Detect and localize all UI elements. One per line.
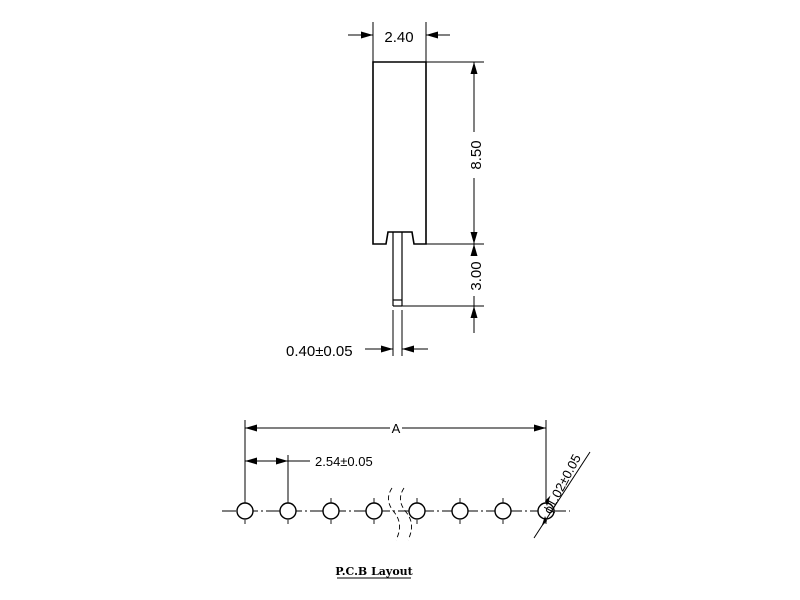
pitch-label: 2.54±0.05 — [315, 454, 373, 469]
pcb-title-text: P.C.B Layout — [335, 565, 413, 578]
pcb-layout-title: P.C.B Layout — [335, 565, 414, 579]
dimension-overall: A — [244, 420, 547, 500]
pin-width-label: 0.40±0.05 — [286, 343, 353, 360]
break-marks — [388, 487, 412, 541]
pcb-layout: A 2.54±0.05 ϕ1.02±0.05 P.C.B Layout — [222, 420, 591, 579]
pcb-hole — [279, 502, 297, 520]
dimension-height: 8.50 — [402, 61, 485, 307]
dimension-width: 2.40 — [348, 22, 450, 62]
connector-pin — [392, 232, 403, 307]
dimension-hole-diameter: ϕ1.02±0.05 — [533, 452, 591, 539]
hole-diameter-label: ϕ1.02±0.05 — [540, 452, 584, 516]
side-view — [372, 61, 427, 307]
overall-label: A — [392, 421, 401, 436]
dimension-pitch: 2.54±0.05 — [245, 454, 373, 500]
dimension-pin-length: 3.00 — [468, 244, 485, 333]
pcb-hole — [451, 502, 469, 520]
pcb-hole — [494, 502, 512, 520]
pcb-hole — [322, 502, 340, 520]
pin-length-label: 3.00 — [468, 261, 485, 290]
pcb-hole — [236, 502, 254, 520]
pcb-hole — [365, 502, 383, 520]
dimension-pin-width: 0.40±0.05 — [286, 310, 428, 360]
height-label: 8.50 — [468, 140, 485, 169]
connector-body-outline — [372, 61, 427, 245]
pcb-hole — [408, 502, 426, 520]
pcb-holes — [236, 502, 555, 520]
width-label: 2.40 — [384, 29, 413, 46]
